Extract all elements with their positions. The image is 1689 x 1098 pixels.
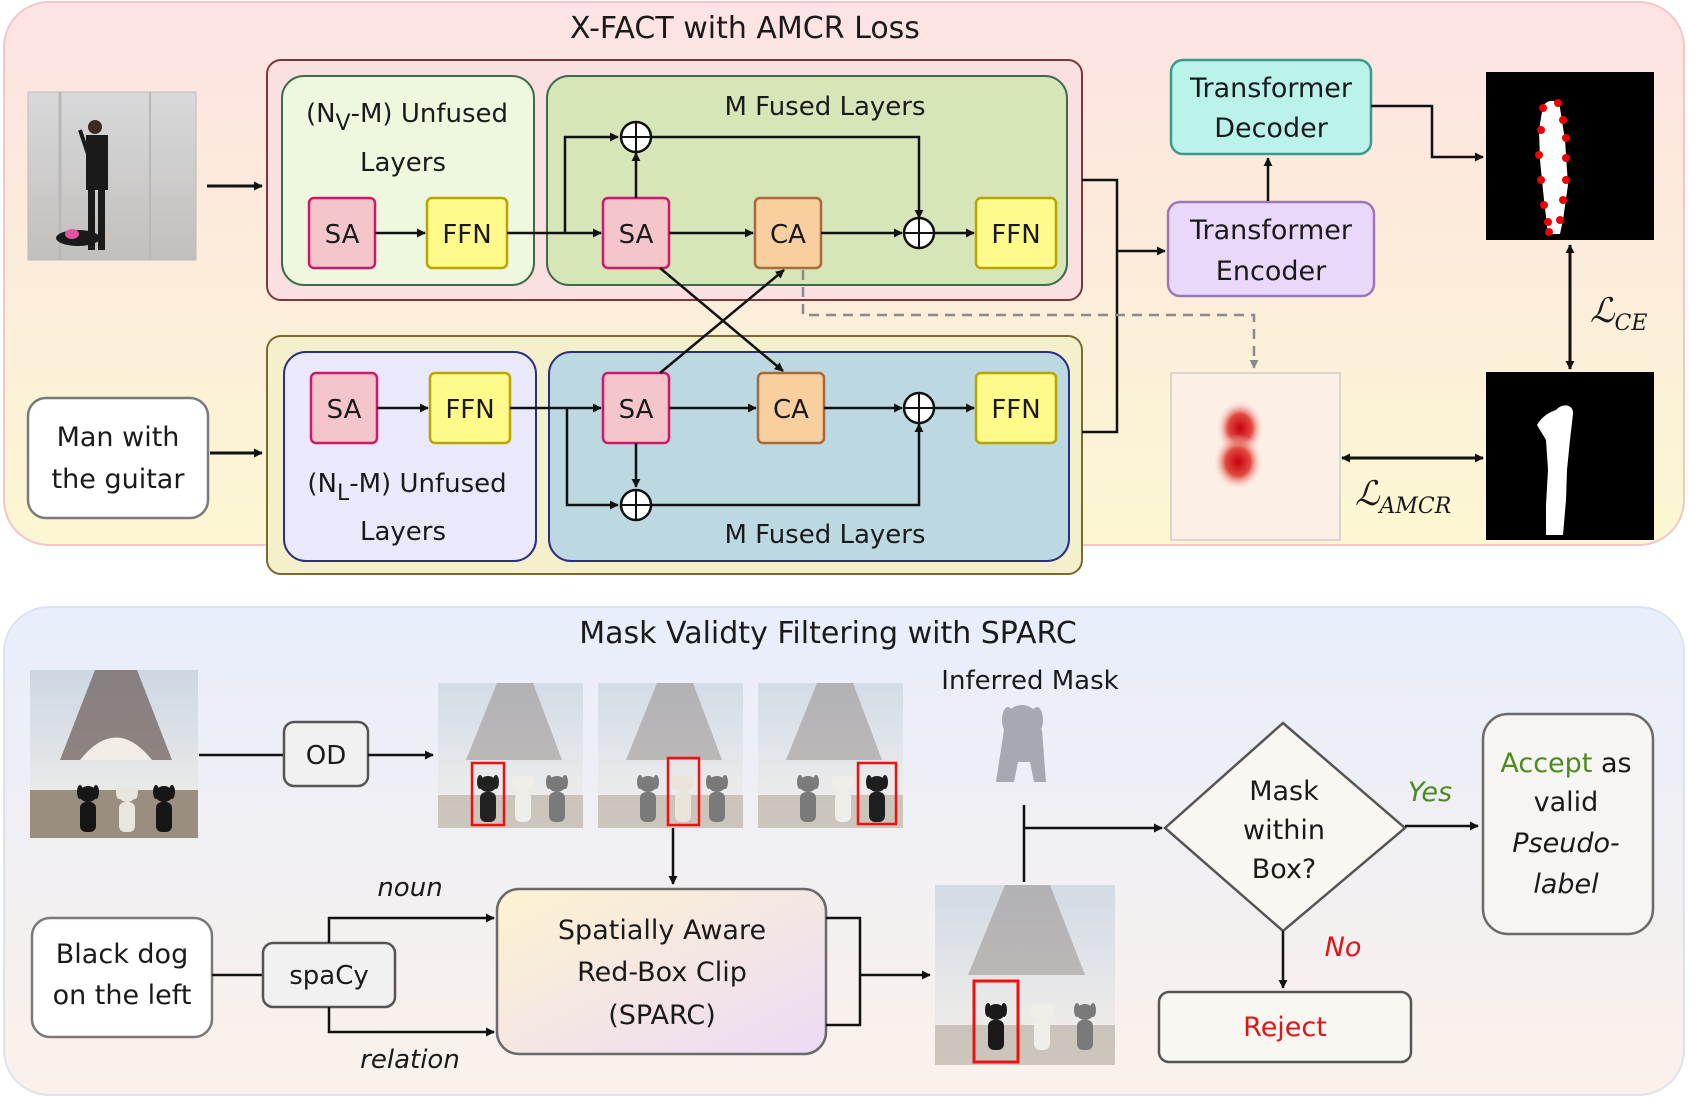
vision-fused-label: M Fused Layers [724,92,925,122]
svg-text:Mask: Mask [1249,776,1319,807]
vision-ffn-unfused: FFN [425,196,509,270]
transformer-decoder-box: Transformer Decoder [1169,58,1373,156]
svg-text:CA: CA [773,395,809,425]
svg-text:the guitar: the guitar [52,464,186,495]
od-candidate-1 [438,683,583,828]
vision-flow-arrows [375,132,975,238]
bottom-panel [3,606,1685,1096]
loss-ce-label: ℒCE [1590,291,1647,336]
svg-text:Red-Box Clip: Red-Box Clip [577,957,747,988]
vision-unfused-label-line2: Layers [360,148,446,178]
attention-heatmap-image [1170,372,1341,541]
language-fused-label: M Fused Layers [724,520,925,550]
reject-box: Reject [1157,990,1413,1064]
query-text-box: Black dog on the left [30,916,214,1039]
vision-ffn-fused: FFN [974,196,1058,270]
svg-text:(SPARC): (SPARC) [608,1000,716,1031]
language-flow-arrows [377,403,975,510]
ground-truth-mask-image [1486,372,1654,540]
inferred-mask-label: Inferred Mask [941,666,1118,696]
language-sa-fused: SA [601,371,671,445]
svg-text:Black dog: Black dog [56,939,188,970]
svg-text:SA: SA [619,395,654,425]
transformer-encoder-box: Transformer Encoder [1166,200,1376,298]
sparc-box: Spatially Aware Red-Box Clip (SPARC) [495,887,828,1056]
svg-text:Reject: Reject [1243,1012,1327,1043]
arrow-noun [327,913,495,943]
od-box: OD [282,720,370,788]
cross-attention-arrows [659,267,785,374]
svg-text:Accept as: Accept as [1500,748,1631,779]
branch-merge-connector [1082,178,1166,434]
predicted-mask-image [1486,72,1654,240]
svg-text:Box?: Box? [1252,854,1317,885]
od-candidate-2 [598,683,743,828]
svg-text:OD: OD [306,741,347,771]
svg-text:SA: SA [619,220,654,250]
svg-text:SA: SA [327,395,362,425]
language-add-node-lower [619,488,653,522]
vision-sa-fused: SA [601,196,671,270]
svg-text:Encoder: Encoder [1216,256,1327,287]
svg-text:within: within [1243,815,1325,846]
svg-text:Pseudo-: Pseudo- [1512,828,1619,859]
svg-text:Transformer: Transformer [1189,215,1353,246]
svg-text:valid: valid [1534,787,1599,818]
top-panel-title: X-FACT with AMCR Loss [570,11,920,46]
decision-input-connector [1022,805,1163,882]
bottom-panel-title: Mask Validty Filtering with SPARC [579,616,1077,651]
svg-text:spaCy: spaCy [289,961,369,991]
noun-label: noun [377,873,442,903]
svg-text:label: label [1533,869,1599,900]
language-sa-unfused: SA [309,371,379,445]
svg-text:FFN: FFN [445,395,494,425]
od-candidate-3 [758,683,903,828]
language-unfused-label: (NL-M) Unfused [307,469,506,506]
accept-box: Accept as valid Pseudo- label [1481,712,1655,936]
svg-text:CA: CA [770,220,806,250]
eiffel-photo-input [30,670,198,838]
language-input-box: Man with the guitar [26,396,210,520]
sparc-output-connector [826,916,862,1027]
svg-text:FFN: FFN [991,220,1040,250]
vision-unfused-label: (NV-M) Unfused [306,99,508,136]
sparc-selected-image [935,885,1115,1065]
no-label: No [1325,932,1362,963]
vision-ca-fused: CA [753,196,823,270]
svg-text:SA: SA [325,220,360,250]
language-ffn-unfused: FFN [428,371,512,445]
vision-add-node-lower [902,216,936,250]
loss-amcr-label: ℒAMCR [1355,474,1451,519]
vision-add-node-upper [619,120,653,154]
svg-text:Transformer: Transformer [1189,73,1353,104]
arrow-relation [327,1007,495,1037]
spacy-box: spaCy [261,941,397,1009]
arrow-decoder-to-prediction [1371,104,1484,162]
svg-text:Spatially Aware: Spatially Aware [558,915,766,946]
language-add-node-upper [902,391,936,425]
input-image-person [27,91,197,261]
yes-label: Yes [1408,777,1452,808]
svg-text:FFN: FFN [991,395,1040,425]
svg-text:on the left: on the left [53,980,192,1011]
svg-text:Man with: Man with [57,422,180,453]
dashed-arrow-to-heatmap [801,270,1259,369]
language-fused-box [548,351,1070,562]
language-ca-fused: CA [756,371,826,445]
svg-text:FFN: FFN [442,220,491,250]
svg-text:Decoder: Decoder [1214,113,1329,144]
language-ffn-fused: FFN [974,371,1058,445]
vision-sa-unfused: SA [307,196,377,270]
relation-label: relation [360,1045,460,1075]
inferred-mask-silhouette [996,705,1046,782]
language-unfused-label-line2: Layers [360,517,446,547]
